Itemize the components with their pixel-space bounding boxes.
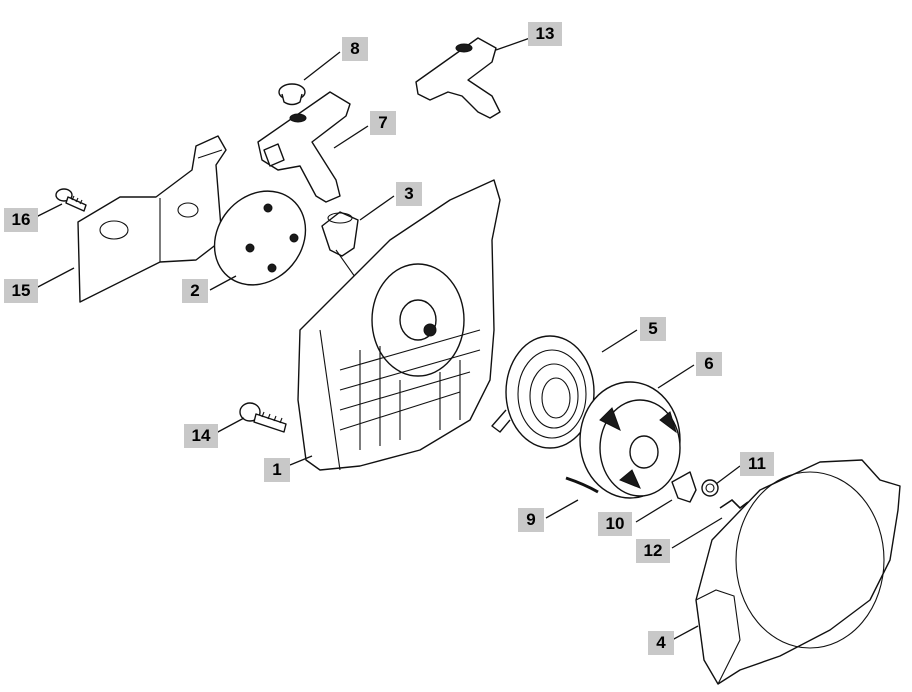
callout-8[interactable]: 8 [342,37,368,61]
part-6-rope-rotor[interactable] [579,381,681,499]
leader-lines [33,37,741,641]
part-1-fan-housing[interactable] [297,179,501,471]
callout-10[interactable]: 10 [598,512,632,536]
callout-16[interactable]: 16 [4,208,38,232]
part-11-washer[interactable] [701,479,719,497]
part-7-starter-handle[interactable] [257,91,351,203]
part-8-cap[interactable] [278,83,306,106]
part-9-rope[interactable] [565,476,599,494]
part-2-disc[interactable] [196,173,325,304]
callout-6[interactable]: 6 [696,352,722,376]
part-3-grommet[interactable] [321,211,361,285]
callout-7[interactable]: 7 [370,111,396,135]
callout-13[interactable]: 13 [528,22,562,46]
callout-5[interactable]: 5 [640,317,666,341]
callout-11[interactable]: 11 [740,452,774,476]
callout-15[interactable]: 15 [4,279,38,303]
callout-3[interactable]: 3 [396,182,422,206]
part-5-spiral-spring[interactable] [491,335,595,449]
callout-4[interactable]: 4 [648,631,674,655]
part-13-alt-handle[interactable] [415,37,501,119]
callout-12[interactable]: 12 [636,539,670,563]
part-14-screw[interactable] [239,402,287,433]
part-15-cover-plate[interactable] [77,135,227,303]
part-10-pawl[interactable] [671,471,697,503]
part-16-screw[interactable] [55,188,87,212]
callout-9[interactable]: 9 [518,508,544,532]
part-4-cover-shroud[interactable] [695,459,901,685]
part-12-spring-clip[interactable] [719,498,749,510]
callout-2[interactable]: 2 [182,279,208,303]
callout-14[interactable]: 14 [184,424,218,448]
callout-1[interactable]: 1 [264,458,290,482]
